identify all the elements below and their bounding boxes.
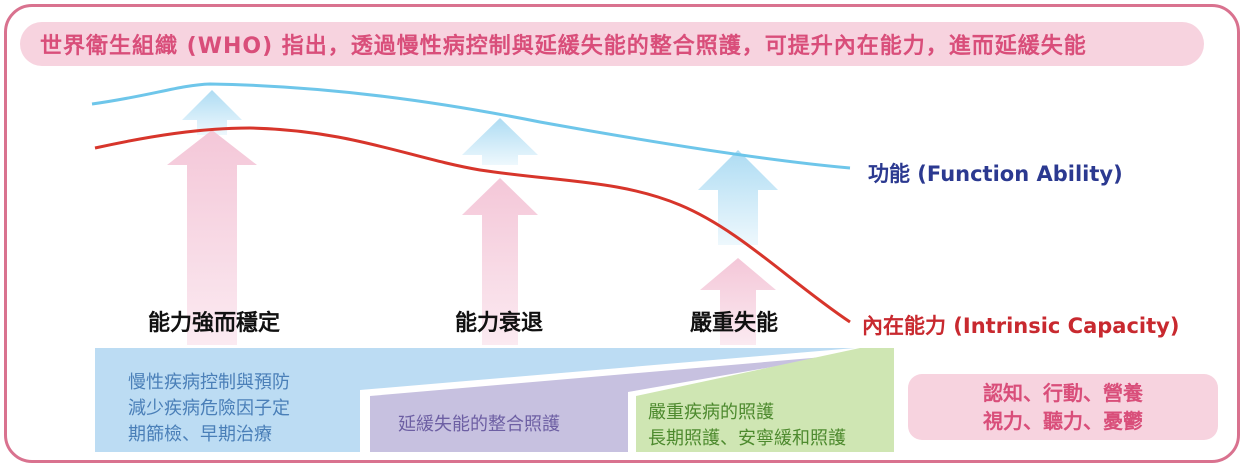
function-ability-curve [91, 82, 851, 170]
factors-line-1: 認知、行動、營養 [983, 381, 1143, 405]
intrinsic-factors-box: 認知、行動、營養 視力、聽力、憂鬱 [908, 374, 1218, 440]
integrated-care-text: 延緩失能的整合照護 [398, 412, 560, 438]
stage2-pink-arrow [462, 178, 538, 345]
stage2-blue-arrow [462, 118, 538, 165]
severe-care-band [636, 348, 894, 452]
severe-care-line-2: 長期照護、安寧緩和照護 [648, 428, 846, 449]
who-banner: 世界衛生組織 (WHO) 指出，透過慢性病控制與延緩失能的整合照護，可提升內在能… [20, 22, 1204, 66]
integrated-care-band [370, 356, 835, 452]
chronic-care-line-2: 減少疾病危險因子定 [128, 398, 290, 419]
severe-care-text: 嚴重疾病的照護 長期照護、安寧緩和照護 [648, 400, 846, 452]
stage3-pink-arrow [700, 258, 776, 345]
stage-label-stable: 能力強而穩定 [148, 311, 281, 336]
stage3-blue-arrow [698, 150, 778, 245]
intrinsic-capacity-curve [94, 126, 851, 324]
stage-label-declining: 能力衰退 [455, 311, 544, 336]
stage-label-severe: 嚴重失能 [690, 311, 779, 336]
stage1-blue-arrow [182, 90, 242, 135]
severe-care-line-1: 嚴重疾病的照護 [648, 402, 774, 423]
stage1-pink-arrow [167, 130, 257, 345]
banner-text: 世界衛生組織 (WHO) 指出，透過慢性病控制與延緩失能的整合照護，可提升內在能… [40, 34, 1087, 59]
chronic-care-text: 慢性疾病控制與預防 減少疾病危險因子定 期篩檢、早期治療 [128, 370, 290, 448]
intrinsic-capacity-label: 內在能力 (Intrinsic Capacity) [862, 314, 1180, 338]
chronic-care-line-1: 慢性疾病控制與預防 [128, 372, 290, 393]
integrated-care-line-1: 延緩失能的整合照護 [398, 414, 560, 435]
chronic-care-band [95, 348, 855, 452]
factors-line-2: 視力、聽力、憂鬱 [983, 409, 1143, 433]
chronic-care-line-3: 期篩檢、早期治療 [128, 424, 272, 445]
function-ability-label: 功能 (Function Ability) [868, 162, 1123, 186]
